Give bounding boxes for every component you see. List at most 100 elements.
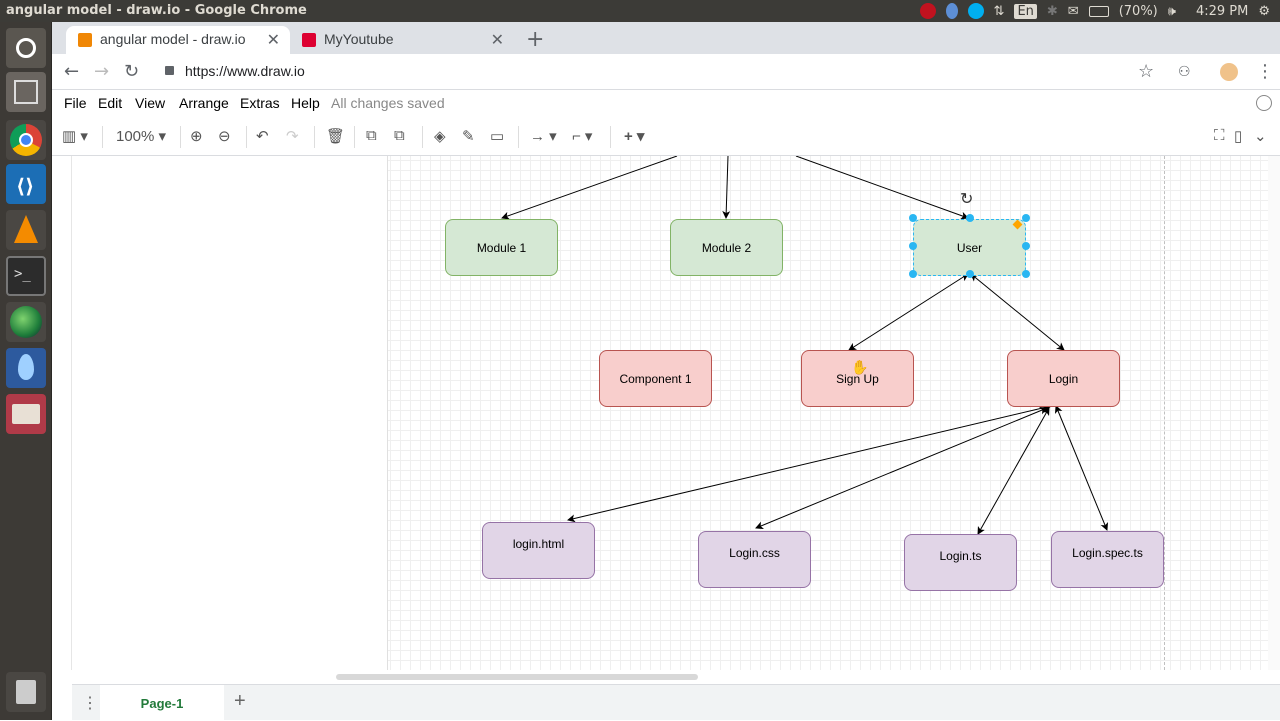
resize-handle[interactable] bbox=[1022, 214, 1030, 222]
browser-toolbar: ← → ↻ https://www.draw.io ☆ ⚇ ⋮ bbox=[52, 54, 1280, 90]
globe-app-icon[interactable] bbox=[6, 302, 46, 342]
menu-file[interactable]: File bbox=[64, 95, 87, 111]
chrome-icon[interactable] bbox=[6, 120, 46, 160]
address-bar[interactable]: https://www.draw.io bbox=[185, 63, 305, 79]
node-login[interactable]: Login bbox=[1007, 350, 1120, 407]
redo-icon[interactable]: ↷ bbox=[286, 128, 299, 145]
node-sign-up[interactable]: Sign Up bbox=[801, 350, 914, 407]
menu-arrange[interactable]: Arrange bbox=[179, 95, 229, 111]
node-module-1[interactable]: Module 1 bbox=[445, 219, 558, 276]
resize-handle[interactable] bbox=[1022, 270, 1030, 278]
language-globe-icon[interactable] bbox=[1256, 95, 1272, 111]
skype-icon[interactable] bbox=[967, 3, 984, 19]
water-drop-app-icon[interactable] bbox=[6, 348, 46, 388]
volume-icon[interactable]: 🕪 bbox=[1167, 3, 1176, 19]
insert-icon[interactable]: + ▾ bbox=[624, 128, 645, 145]
waypoints-icon[interactable]: ⌐ ▾ bbox=[572, 128, 593, 145]
line-color-icon[interactable]: ✎ bbox=[462, 128, 475, 145]
pages-menu-icon[interactable]: ⋮ bbox=[82, 695, 98, 712]
to-front-icon[interactable]: ⧉ bbox=[366, 127, 377, 144]
node-label: Login.spec.ts bbox=[1072, 546, 1143, 560]
os-top-bar: angular model - draw.io - Google Chrome … bbox=[0, 0, 1280, 22]
close-tab-icon[interactable]: ✕ bbox=[490, 32, 504, 49]
reload-icon[interactable]: ↻ bbox=[124, 61, 140, 82]
node-module-2[interactable]: Module 2 bbox=[670, 219, 783, 276]
close-tab-icon[interactable]: ✕ bbox=[266, 32, 280, 49]
edge-to-module1[interactable] bbox=[501, 156, 678, 220]
diagram-canvas[interactable]: Module 1 Module 2 User ↻ Component 1 Sig… bbox=[388, 156, 1268, 670]
mail-icon[interactable]: ✉ bbox=[1067, 3, 1079, 19]
to-back-icon[interactable]: ⧉ bbox=[394, 127, 405, 144]
forward-icon[interactable]: → bbox=[94, 61, 110, 82]
profile-avatar[interactable] bbox=[1220, 63, 1238, 81]
node-user[interactable]: User bbox=[913, 219, 1026, 276]
menu-extras[interactable]: Extras bbox=[240, 95, 280, 111]
zoom-dropdown[interactable]: 100% ▾ bbox=[116, 128, 167, 145]
record-icon[interactable] bbox=[919, 3, 936, 19]
drawio-icon bbox=[78, 33, 92, 47]
network-icon[interactable]: ⇅ bbox=[993, 3, 1005, 19]
sidebar-collapse-strip[interactable] bbox=[52, 156, 72, 670]
tab-drawio[interactable]: angular model - draw.io ✕ bbox=[66, 26, 290, 54]
rotate-icon[interactable]: ↻ bbox=[960, 189, 974, 208]
add-page-button[interactable]: + bbox=[234, 690, 246, 712]
resize-handle[interactable] bbox=[909, 270, 917, 278]
menu-edit[interactable]: Edit bbox=[98, 95, 123, 111]
node-login-spec-ts[interactable]: Login.spec.ts bbox=[1051, 531, 1164, 588]
trash-icon[interactable] bbox=[6, 672, 46, 712]
resize-handle[interactable] bbox=[1022, 242, 1030, 250]
edge-to-module2[interactable] bbox=[722, 156, 731, 219]
extension-icon[interactable]: ⚇ bbox=[1178, 64, 1191, 80]
node-login-html[interactable]: login.html bbox=[482, 522, 595, 579]
edge-user-signup[interactable] bbox=[848, 273, 969, 351]
save-status: All changes saved bbox=[331, 95, 445, 111]
zoom-out-icon[interactable]: ⊖ bbox=[218, 128, 231, 145]
new-tab-button[interactable]: + bbox=[526, 27, 545, 52]
node-login-ts[interactable]: Login.ts bbox=[904, 534, 1017, 591]
delete-icon[interactable]: 🗑 bbox=[326, 128, 346, 145]
connection-style-icon[interactable]: → ▾ bbox=[530, 128, 557, 145]
battery-icon[interactable] bbox=[1088, 5, 1109, 17]
collapse-icon[interactable]: ⌄ bbox=[1254, 128, 1267, 145]
fullscreen-icon[interactable]: ⛶ bbox=[1214, 127, 1225, 144]
vertical-scrollbar[interactable] bbox=[1268, 156, 1280, 670]
workspaces-icon[interactable] bbox=[6, 72, 46, 112]
drop-icon[interactable] bbox=[945, 3, 958, 19]
page-tab[interactable]: Page-1 bbox=[100, 685, 224, 721]
edge-login-ts[interactable] bbox=[977, 407, 1050, 535]
bookmark-star-icon[interactable]: ☆ bbox=[1138, 61, 1155, 82]
edge-login-spec[interactable] bbox=[1054, 405, 1109, 531]
undo-icon[interactable]: ↶ bbox=[256, 128, 269, 145]
file-manager-icon[interactable] bbox=[6, 394, 46, 434]
node-login-css[interactable]: Login.css bbox=[698, 531, 811, 588]
edge-login-html[interactable] bbox=[567, 403, 1052, 523]
horizontal-scrollbar[interactable] bbox=[336, 674, 698, 680]
keyboard-language[interactable]: En bbox=[1014, 3, 1037, 19]
resize-handle[interactable] bbox=[966, 270, 974, 278]
tab-myyoutube[interactable]: MyYoutube ✕ bbox=[290, 26, 514, 54]
resize-handle[interactable] bbox=[966, 214, 974, 222]
edge-to-user[interactable] bbox=[795, 156, 969, 220]
clock[interactable]: 4:29 PM bbox=[1195, 3, 1249, 19]
format-toggle-icon[interactable]: ▯ bbox=[1234, 128, 1243, 145]
vlc-icon[interactable] bbox=[6, 210, 46, 250]
menu-help[interactable]: Help bbox=[291, 95, 320, 111]
menu-view[interactable]: View bbox=[135, 95, 166, 111]
format-panel-icon[interactable]: ▥ ▾ bbox=[62, 128, 88, 145]
zoom-in-icon[interactable]: ⊕ bbox=[190, 128, 203, 145]
power-icon[interactable]: ⚙ bbox=[1258, 3, 1270, 19]
browser-menu-icon[interactable]: ⋮ bbox=[1256, 61, 1274, 82]
edge-login-css[interactable] bbox=[755, 406, 1048, 530]
resize-handle[interactable] bbox=[909, 214, 917, 222]
resize-handle[interactable] bbox=[909, 242, 917, 250]
toolbar-divider bbox=[518, 126, 519, 148]
edge-user-login[interactable] bbox=[970, 273, 1065, 351]
vscode-icon[interactable]: ⟨⟩ bbox=[6, 164, 46, 204]
shadow-icon[interactable]: ▭ bbox=[490, 128, 505, 145]
fill-color-icon[interactable]: ◈ bbox=[434, 128, 446, 145]
node-component-1[interactable]: Component 1 bbox=[599, 350, 712, 407]
ubuntu-dash-icon[interactable] bbox=[6, 28, 46, 68]
terminal-icon[interactable]: >_ bbox=[6, 256, 46, 296]
bluetooth-icon[interactable]: ✱ bbox=[1046, 3, 1058, 19]
back-icon[interactable]: ← bbox=[64, 61, 80, 82]
